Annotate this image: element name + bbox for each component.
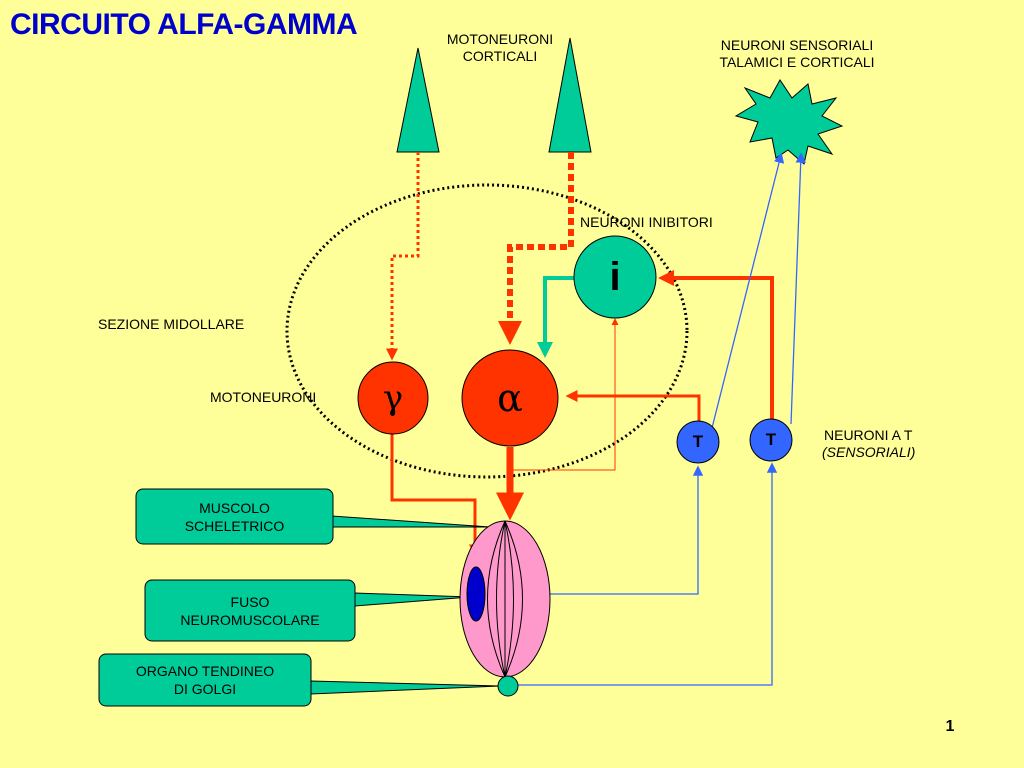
t-neurons-label-line1: NEURONI A T <box>824 427 913 443</box>
muscle-callout-box <box>135 488 334 545</box>
alpha-neuron-glyph: α <box>497 376 523 420</box>
t-neuron-right-glyph: T <box>765 430 777 449</box>
golgi-callout-line2: DI GOLGI <box>173 681 237 697</box>
corticospinal-path-alpha <box>498 152 574 345</box>
neuromuscular-spindle <box>466 566 486 622</box>
muscle-callout-pointer <box>331 515 491 528</box>
inhibitory-neuron <box>573 235 657 319</box>
sensory-neurons-label-line1: NEURONI SENSORIALI <box>720 37 874 53</box>
t-neuron-left <box>676 420 720 464</box>
spindle-callout-line1: FUSO <box>230 593 270 610</box>
corticospinal-path-gamma <box>386 152 420 361</box>
gamma-motoneuron <box>357 361 429 435</box>
sensory-neurons-label: NEURONI SENSORIALI TALAMICI E CORTICALI <box>692 37 902 71</box>
golgi-callout-box <box>98 653 312 707</box>
cortical-motoneurons-label-line2: CORTICALI <box>462 48 538 64</box>
slide-title: CIRCUITO ALFA-GAMMA <box>10 8 358 41</box>
golgi-callout-pointer <box>310 680 501 695</box>
t-left-to-alpha-path <box>565 390 701 422</box>
muscle-callout-line2: SCHELETRICO <box>184 517 285 534</box>
cortical-motoneurons-label: MOTONEURONI CORTICALI <box>420 31 580 65</box>
cortical-motoneurons-label-line1: MOTONEURONI <box>446 31 554 47</box>
golgi-callout-line1: ORGANO TENDINEO <box>135 663 275 679</box>
skeletal-muscle <box>459 520 551 678</box>
gamma-to-spindle-path <box>390 432 481 557</box>
golgi-callout-text: ORGANO TENDINEO DI GOLGI <box>99 654 311 706</box>
sensory-neurons-label-line2: TALAMICI E CORTICALI <box>719 54 875 70</box>
t-neurons-label-line2: (SENSORIALI) <box>822 444 916 460</box>
spindle-callout-text: FUSO NEUROMUSCOLARE <box>145 580 355 641</box>
golgi-tendon-organ <box>497 675 519 697</box>
spinal-section-outline <box>285 183 689 479</box>
spindle-afferent-path <box>485 465 704 595</box>
alpha-motoneuron <box>461 349 559 447</box>
inhibitory-neurons-label: NEURONI INIBITORI <box>580 214 713 230</box>
gamma-neuron-glyph: γ <box>382 378 404 418</box>
inhibitory-neuron-glyph: i <box>609 254 621 299</box>
motoneurons-label: MOTONEURONI <box>210 389 317 405</box>
golgi-afferent-path <box>518 462 778 686</box>
t-neurons-label: NEURONI A T (SENSORIALI) <box>822 427 915 461</box>
t-right-ascending-path <box>790 152 806 425</box>
t-neuron-right <box>749 418 793 462</box>
alpha-collateral-path <box>510 318 619 471</box>
t-neuron-left-glyph: T <box>692 432 704 451</box>
t-right-to-inhibitory-path <box>658 270 774 420</box>
inhibitory-to-alpha-path <box>537 276 575 358</box>
spindle-callout-box <box>144 579 356 642</box>
t-left-ascending-path <box>711 152 785 429</box>
spinal-section-label: SEZIONE MIDOLLARE <box>98 316 245 332</box>
spindle-callout-line2: NEUROMUSCOLARE <box>180 611 320 628</box>
muscle-callout-text: MUSCOLO SCHELETRICO <box>136 489 333 544</box>
page-number: 1 <box>945 718 955 735</box>
spindle-callout-pointer <box>354 592 471 607</box>
muscle-callout-line1: MUSCOLO <box>199 499 270 516</box>
sensory-neuron-star <box>734 79 844 165</box>
